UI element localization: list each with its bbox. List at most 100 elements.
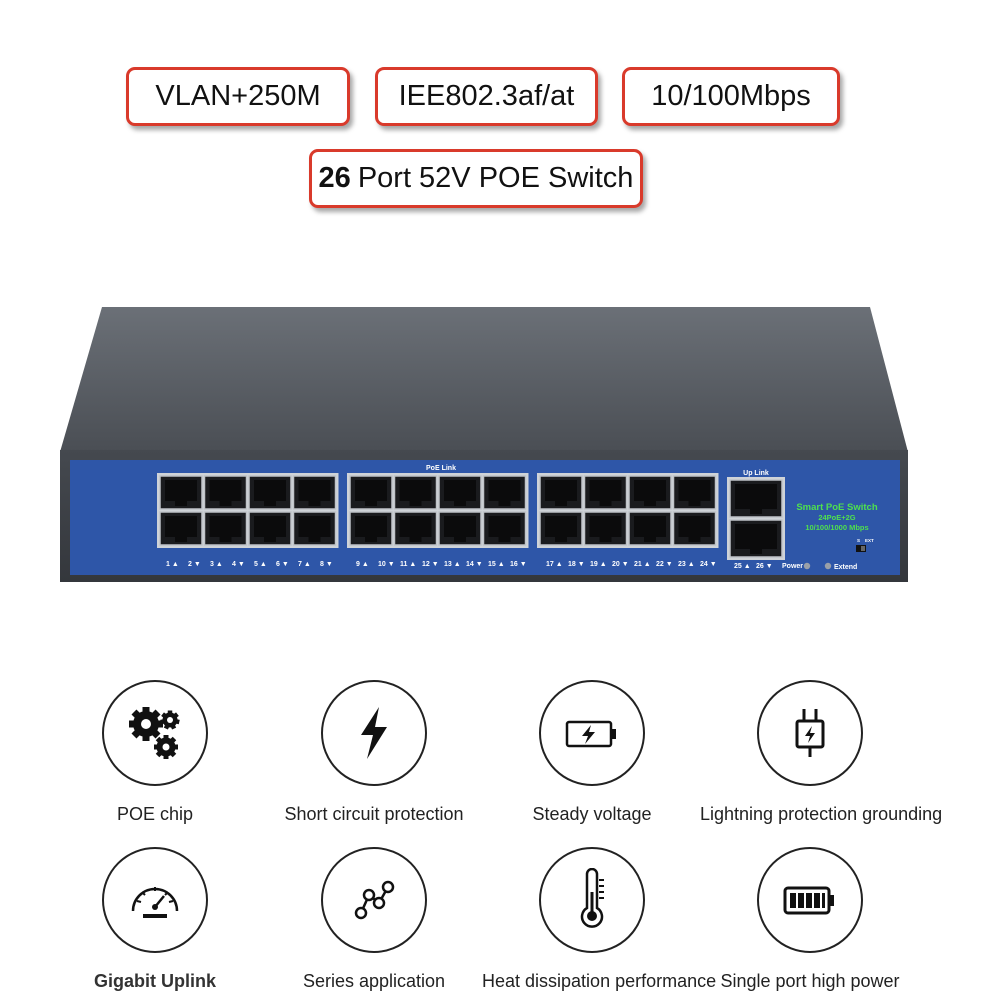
battery-full-icon <box>783 886 834 915</box>
battery-charging-icon <box>565 720 616 748</box>
port-number-label: 5 ▲ <box>254 561 267 568</box>
uplink-port-25[interactable] <box>729 479 783 518</box>
port-number-label: 6 ▼ <box>276 561 289 568</box>
mode-dip-switch-knob <box>861 546 865 551</box>
feature-icon-circle <box>757 680 863 786</box>
rj45-port-top[interactable] <box>438 475 482 510</box>
port-number-label: 2 ▼ <box>188 561 201 568</box>
rj45-port-top[interactable] <box>203 475 248 510</box>
rj45-port-top[interactable] <box>539 475 583 510</box>
feature-icon-circle <box>321 680 427 786</box>
rj45-port-top[interactable] <box>159 475 203 510</box>
feature-label: Heat dissipation performance <box>482 971 717 991</box>
rj45-port-bottom[interactable] <box>292 511 337 546</box>
rj45-port-bottom[interactable] <box>539 511 583 546</box>
feature-icon-circle <box>102 680 208 786</box>
rj45-port-top[interactable] <box>393 475 438 510</box>
rj45-port-top[interactable] <box>349 475 393 510</box>
port-number-label: 10 ▼ <box>378 561 395 568</box>
extend-indicator-label: Extend <box>834 564 857 571</box>
product-title-port-count: 26 <box>318 162 351 194</box>
port-number-label: 15 ▲ <box>488 561 505 568</box>
feature-single-port-power: Single port high power <box>700 847 920 992</box>
spec-badge-speed: 10/100Mbps <box>622 67 840 126</box>
poe-link-label: PoE Link <box>426 465 456 472</box>
port-number-label: 8 ▼ <box>320 561 333 568</box>
nodes-icon <box>354 880 395 920</box>
speedometer-icon <box>131 887 179 918</box>
port-number-label: 16 ▼ <box>510 561 527 568</box>
lightning-icon <box>361 707 387 759</box>
port-number-label: 23 ▲ <box>678 561 695 568</box>
rj45-port-bottom[interactable] <box>583 511 628 546</box>
rj45-port-top[interactable] <box>292 475 337 510</box>
feature-label: Single port high power <box>720 971 900 991</box>
port-number-label: 12 ▼ <box>422 561 439 568</box>
power-indicator-label: Power <box>782 563 803 570</box>
port-number-label: 18 ▼ <box>568 561 585 568</box>
port-number-label: 21 ▲ <box>634 561 651 568</box>
port-number-label: 17 ▲ <box>546 561 563 568</box>
uplink-number-label: 26 ▼ <box>756 563 773 570</box>
rj45-port-bottom[interactable] <box>248 511 292 546</box>
feature-icon-circle <box>757 847 863 953</box>
rj45-port-top[interactable] <box>248 475 292 510</box>
port-number-label: 19 ▲ <box>590 561 607 568</box>
uplink-port-26[interactable] <box>729 519 783 558</box>
uplink-label: Up Link <box>743 470 769 477</box>
port-number-label: 24 ▼ <box>700 561 717 568</box>
rj45-port-bottom[interactable] <box>438 511 482 546</box>
extend-led <box>824 562 832 570</box>
thermometer-icon <box>580 868 604 928</box>
port-number-label: 9 ▲ <box>356 561 369 568</box>
feature-label: Series application <box>302 971 446 991</box>
feature-icon-circle <box>102 847 208 953</box>
feature-gigabit-uplink: Gigabit Uplink <box>45 847 265 992</box>
plug-icon <box>795 709 825 757</box>
poe-switch-device: 1 ▲2 ▼3 ▲4 ▼5 ▲6 ▼7 ▲8 ▼9 ▲10 ▼11 ▲12 ▼1… <box>60 307 908 582</box>
rj45-port-top[interactable] <box>628 475 672 510</box>
rj45-port-bottom[interactable] <box>482 511 527 546</box>
rj45-port-bottom[interactable] <box>672 511 717 546</box>
rj45-port-bottom[interactable] <box>159 511 203 546</box>
port-number-labels: 1 ▲2 ▼3 ▲4 ▼5 ▲6 ▼7 ▲8 ▼9 ▲10 ▼11 ▲12 ▼1… <box>166 561 773 570</box>
port-number-label: 1 ▲ <box>166 561 179 568</box>
port-number-label: 22 ▼ <box>656 561 673 568</box>
rj45-port-bottom[interactable] <box>349 511 393 546</box>
rj45-port-top[interactable] <box>482 475 527 510</box>
rj45-port-bottom[interactable] <box>203 511 248 546</box>
rj45-port-bottom[interactable] <box>628 511 672 546</box>
rj45-port-bottom[interactable] <box>393 511 438 546</box>
rj45-port-array <box>157 473 785 560</box>
feature-poe-chip: POE chip <box>45 680 265 825</box>
feature-lightning-grounding: Lightning protection grounding <box>700 680 943 825</box>
feature-icon-circle <box>539 680 645 786</box>
spec-badge-speed-text: 10/100Mbps <box>651 80 811 112</box>
switch-label-left: S <box>857 538 860 543</box>
feature-label: Lightning protection grounding <box>700 804 943 824</box>
port-number-label: 13 ▲ <box>444 561 461 568</box>
power-led <box>803 562 811 570</box>
port-number-label: 14 ▼ <box>466 561 483 568</box>
spec-badge-ieee: IEE802.3af/at <box>375 67 598 126</box>
feature-icon-circle <box>321 847 427 953</box>
feature-steady-voltage: Steady voltage <box>482 680 702 825</box>
feature-label: POE chip <box>116 804 194 824</box>
brand-line-3: 10/100/1000 Mbps <box>805 523 868 532</box>
port-number-label: 4 ▼ <box>232 561 245 568</box>
feature-heat-dissipation: Heat dissipation performance <box>482 847 717 992</box>
device-top-surface <box>60 307 908 452</box>
spec-badge-ieee-text: IEE802.3af/at <box>398 80 575 112</box>
product-title-text: Port 52V POE Switch <box>357 162 634 194</box>
gears-icon <box>129 707 180 759</box>
spec-badge-vlan: VLAN+250M <box>126 67 350 126</box>
rj45-port-top[interactable] <box>672 475 717 510</box>
port-number-label: 3 ▲ <box>210 561 223 568</box>
product-title-badge: 26 Port 52V POE Switch <box>309 149 643 208</box>
feature-short-circuit: Short circuit protection <box>264 680 484 825</box>
feature-series-application: Series application <box>264 847 484 992</box>
spec-badge-vlan-text: VLAN+250M <box>155 80 321 112</box>
switch-label-right: EXT <box>865 538 874 543</box>
port-number-label: 20 ▼ <box>612 561 629 568</box>
rj45-port-top[interactable] <box>583 475 628 510</box>
